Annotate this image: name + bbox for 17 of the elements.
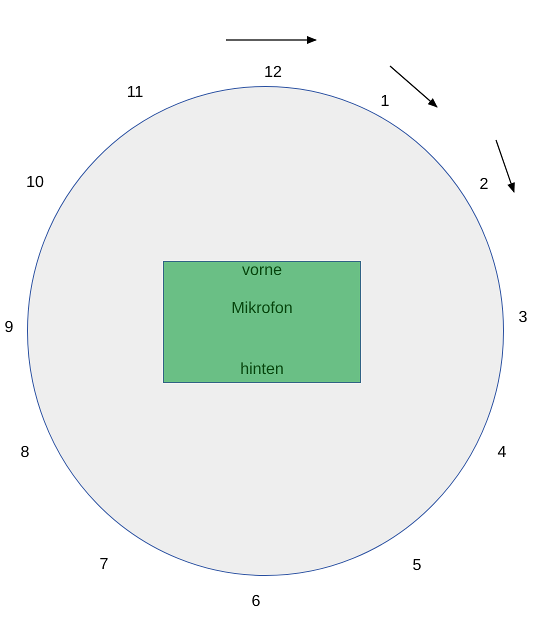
clock-number: 9 xyxy=(4,319,14,337)
microphone-label: Mikrofon xyxy=(230,300,294,318)
front-label: vorne xyxy=(240,262,284,280)
clock-number: 8 xyxy=(20,444,30,462)
clock-number: 2 xyxy=(480,176,488,194)
back-label: hinten xyxy=(239,361,285,379)
clock-number: 10 xyxy=(26,174,44,192)
clock-number: 4 xyxy=(498,444,506,462)
clock-number: 1 xyxy=(380,93,390,111)
clock-number: 3 xyxy=(518,309,528,327)
clock-number: 7 xyxy=(100,556,108,574)
clock-number: 6 xyxy=(252,593,260,611)
circle xyxy=(27,86,504,576)
clock-number: 12 xyxy=(264,64,282,82)
microphone-box xyxy=(163,261,361,383)
clock-number: 5 xyxy=(412,557,422,575)
clock-number: 11 xyxy=(126,84,144,102)
